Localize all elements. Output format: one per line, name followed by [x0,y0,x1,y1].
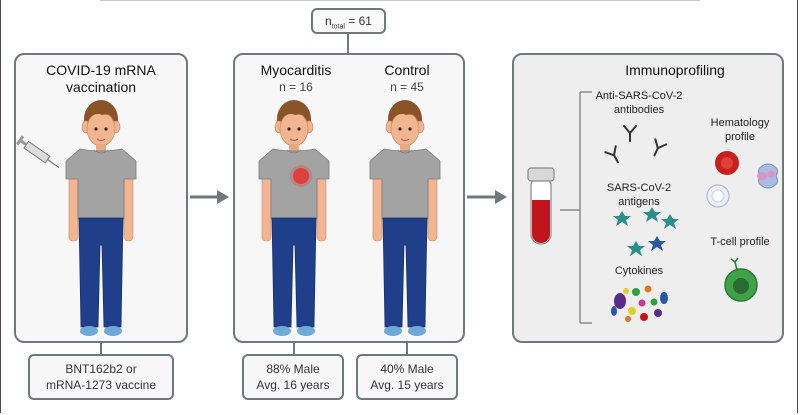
antibody-icon [604,125,668,164]
top-divider [100,0,700,1]
hematology-label-line1: Hematology [710,117,770,129]
ntotal-n: n [325,14,332,28]
ntotal-value: = 61 [348,14,372,28]
red-blood-cell-icon [715,151,739,175]
heart-inflammation-marker [293,168,309,184]
hematology-label-line2: profile [725,131,755,143]
heart-inflammation-glow [290,165,312,187]
control-info-line2: Avg. 15 years [370,378,444,392]
vaccination-title-line2: vaccination [65,79,137,95]
antigens-label-line1: SARS-CoV-2 [606,182,672,194]
myocarditis-info-line2: Avg. 16 years [256,378,330,392]
ntotal-box: ntotal = 61 [311,8,386,34]
antigens-label-line2: antigens [618,196,660,208]
vaccine-info-box: BNT162b2 or mRNA-1273 vaccine [28,354,174,400]
myocarditis-child-figure [258,99,330,337]
syringe-icon [16,135,60,169]
control-child-figure [369,99,441,337]
control-info-line1: 40% Male [380,362,434,376]
arrow-right-icon [190,190,229,204]
cytokine-icon [611,285,668,322]
antibodies-label-line1: Anti-SARS-CoV-2 [595,90,683,102]
arrow-right-icon [467,190,507,204]
antigen-icon [613,207,679,256]
ntotal-sub: total [331,23,345,31]
bracket [560,91,592,324]
vaccinated-child-figure [65,99,137,337]
myocarditis-info-line1: 88% Male [266,362,320,376]
cytokines-label: Cytokines [614,265,664,277]
platelet-icon [706,184,730,208]
white-blood-cell-icon [757,163,779,189]
t-cell-icon [724,257,758,302]
blood-tube-icon [527,167,555,245]
myocarditis-info-box: 88% Male Avg. 16 years [242,354,344,400]
vaccine-info-line2: mRNA-1273 vaccine [45,378,157,392]
myocarditis-n: n = 16 [279,80,313,94]
myocarditis-title: Myocarditis [260,62,332,78]
vaccine-info-line1: BNT162b2 or [65,362,137,376]
antibodies-label-line2: antibodies [613,104,665,116]
tcell-label: T-cell profile [710,236,770,248]
control-title: Control [384,62,430,78]
control-info-box: 40% Male Avg. 15 years [356,354,458,400]
antigen-icon [648,236,666,251]
vaccination-title-line1: COVID-19 mRNA [46,62,156,78]
immuno-title: Immunoprofiling [625,62,725,78]
control-n: n = 45 [390,80,424,94]
